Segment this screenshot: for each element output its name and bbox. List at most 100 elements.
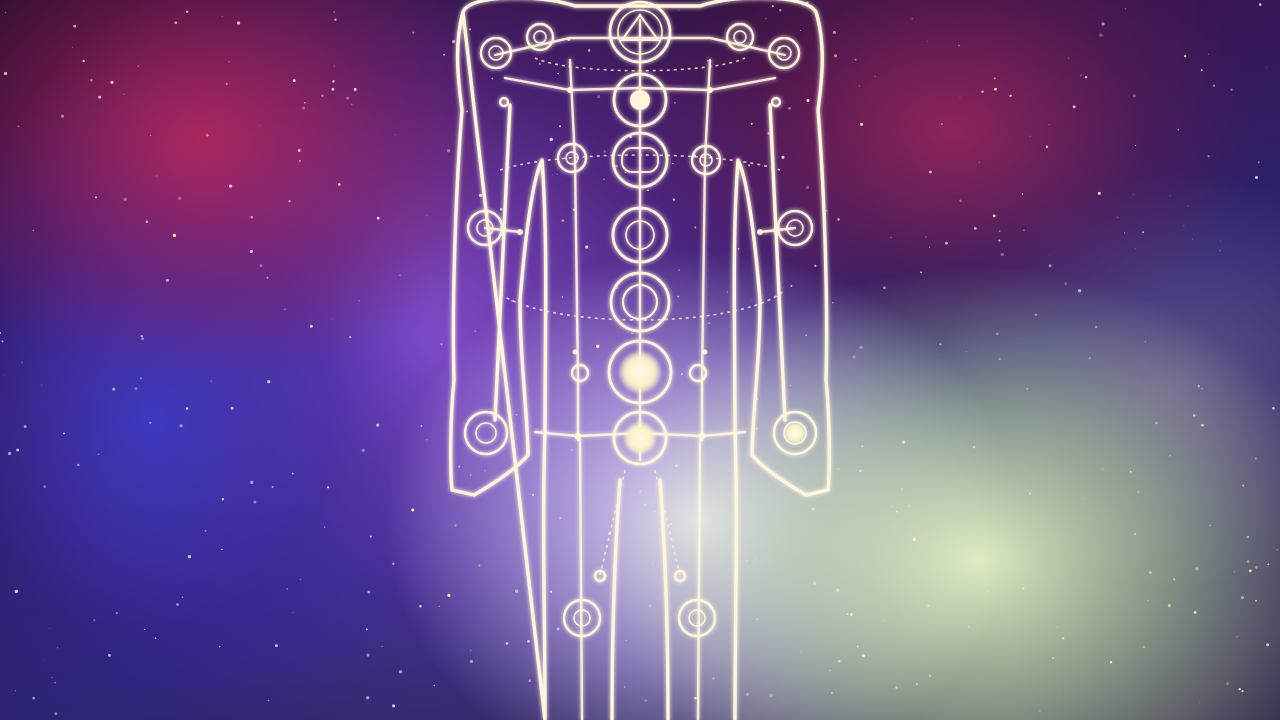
star xyxy=(687,609,691,612)
star xyxy=(631,332,633,335)
star xyxy=(614,164,618,168)
star xyxy=(941,123,943,125)
star xyxy=(830,691,834,695)
star xyxy=(557,72,559,75)
star xyxy=(750,122,753,125)
star xyxy=(116,612,118,614)
star xyxy=(225,82,228,85)
star xyxy=(61,114,64,118)
star xyxy=(62,432,65,435)
star xyxy=(811,507,814,510)
star xyxy=(1034,313,1038,316)
star xyxy=(561,296,564,298)
star xyxy=(531,493,535,496)
star xyxy=(929,246,930,248)
star xyxy=(299,160,301,162)
star xyxy=(478,193,483,198)
left-leg-channel xyxy=(578,438,584,720)
star xyxy=(561,219,565,223)
star xyxy=(376,216,380,220)
star xyxy=(1124,8,1127,10)
star xyxy=(3,71,8,76)
left-shoulder-node xyxy=(479,36,513,70)
star xyxy=(149,421,152,424)
star xyxy=(112,387,116,391)
star xyxy=(469,28,471,31)
star xyxy=(43,659,45,661)
star xyxy=(123,197,127,201)
star xyxy=(1137,490,1140,494)
star xyxy=(538,62,541,65)
star xyxy=(1255,175,1258,179)
star xyxy=(653,511,656,513)
belly-dotted-arc xyxy=(494,289,786,321)
star xyxy=(1276,549,1279,551)
star xyxy=(765,17,767,20)
star xyxy=(14,589,18,594)
star xyxy=(965,351,967,353)
star xyxy=(1132,194,1134,195)
star xyxy=(134,386,138,390)
left-knee-node xyxy=(562,598,602,638)
star xyxy=(861,445,864,448)
star xyxy=(499,208,503,211)
star xyxy=(1088,356,1092,360)
star xyxy=(624,686,626,688)
star xyxy=(620,503,622,505)
star xyxy=(639,490,642,493)
star xyxy=(625,639,627,642)
star xyxy=(358,300,360,302)
star xyxy=(677,268,681,272)
star xyxy=(911,18,913,20)
left-collar-node xyxy=(525,22,555,52)
star xyxy=(438,605,440,607)
star xyxy=(398,670,403,674)
star xyxy=(56,647,58,649)
star xyxy=(754,558,757,560)
star xyxy=(1193,414,1196,417)
star xyxy=(901,488,903,490)
star xyxy=(929,170,932,174)
star xyxy=(14,690,16,692)
star xyxy=(1198,561,1199,563)
star xyxy=(470,474,472,476)
star xyxy=(1074,379,1076,381)
star xyxy=(1169,195,1171,197)
star xyxy=(381,645,383,648)
root-chakra xyxy=(612,410,668,466)
star xyxy=(411,508,415,512)
star xyxy=(895,686,898,689)
star xyxy=(1026,387,1029,390)
star xyxy=(779,9,782,12)
body-outline-path xyxy=(449,0,831,720)
star xyxy=(629,135,632,139)
star xyxy=(1109,660,1113,664)
star xyxy=(309,324,313,328)
star xyxy=(837,218,840,221)
star xyxy=(677,295,680,298)
star xyxy=(154,637,157,640)
star xyxy=(992,214,996,218)
star xyxy=(1236,635,1239,638)
star xyxy=(1083,503,1085,505)
star xyxy=(967,625,970,628)
star xyxy=(648,604,652,608)
star xyxy=(1255,599,1257,602)
star xyxy=(799,651,801,653)
heart-dotted-arc xyxy=(499,154,781,171)
star xyxy=(624,171,627,174)
star xyxy=(1207,155,1210,158)
star xyxy=(353,87,357,91)
star xyxy=(746,560,748,562)
right-knee-node xyxy=(677,598,717,638)
star xyxy=(1195,567,1199,571)
star xyxy=(271,486,274,488)
star xyxy=(998,230,1001,232)
star xyxy=(995,332,999,336)
star xyxy=(334,18,337,22)
star xyxy=(927,604,930,607)
star xyxy=(1173,578,1176,581)
star xyxy=(767,132,770,135)
